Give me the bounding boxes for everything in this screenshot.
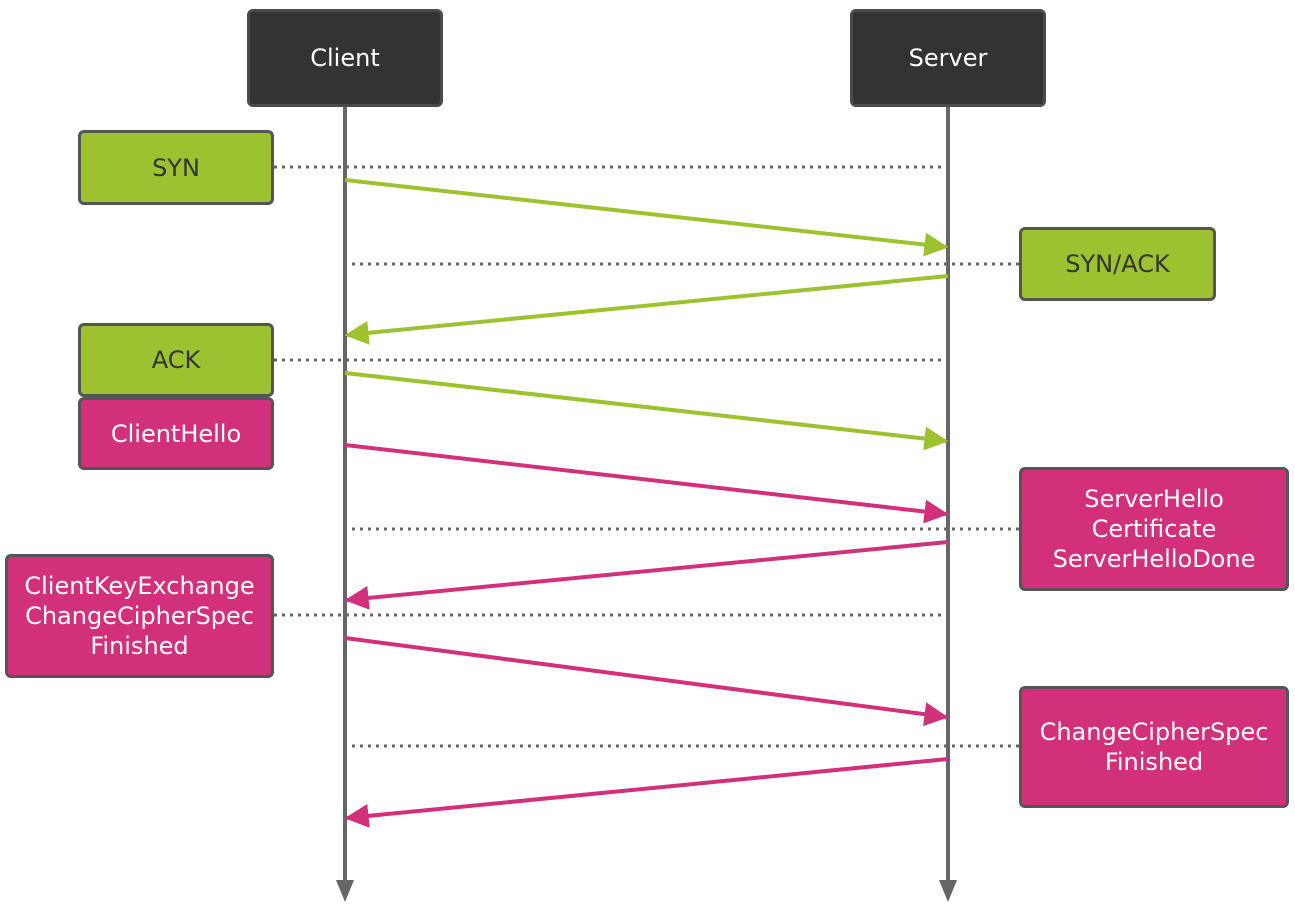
- syn-ack-arrow: [344, 274, 949, 345]
- ack-message-box: ACK: [78, 323, 274, 397]
- client-hello-message-box: ClientHello: [78, 397, 274, 470]
- server-finished-message-box: ChangeCipherSpec Finished: [1019, 686, 1289, 808]
- server-lifeline-arrowhead: [939, 880, 957, 902]
- syn-arrow: [344, 178, 949, 257]
- client-hello-arrow: [344, 443, 949, 524]
- server-hello-line: ServerHello: [1084, 485, 1224, 513]
- certificate-line: Certificate: [1091, 515, 1217, 543]
- client-lifeline-arrowhead: [336, 880, 354, 902]
- server-hello-done-line: ServerHelloDone: [1052, 545, 1256, 573]
- server-finished-arrow: [344, 757, 949, 828]
- ack-label: ACK: [151, 346, 201, 374]
- syn-message-box: SYN: [78, 130, 274, 205]
- client-change-cipher-spec-line: ChangeCipherSpec: [25, 602, 254, 630]
- server-actor-box: Server: [850, 9, 1046, 107]
- server-hello-message-box: ServerHello Certificate ServerHelloDone: [1019, 467, 1289, 591]
- client-actor-label: Client: [310, 44, 380, 72]
- client-actor-box: Client: [247, 9, 443, 107]
- client-key-exchange-message-box: ClientKeyExchange ChangeCipherSpec Finis…: [5, 554, 274, 678]
- server-hello-arrow: [344, 540, 949, 610]
- syn-ack-message-box: SYN/ACK: [1019, 227, 1216, 301]
- ack-arrow: [344, 371, 949, 451]
- client-key-exchange-arrow: [344, 636, 949, 727]
- server-finished-line: Finished: [1104, 748, 1204, 776]
- server-change-cipher-spec-line: ChangeCipherSpec: [1039, 718, 1269, 746]
- client-key-exchange-line: ClientKeyExchange: [24, 572, 255, 600]
- server-actor-label: Server: [908, 44, 988, 72]
- dotted-connectors: [274, 165, 1019, 748]
- syn-label: SYN: [152, 153, 200, 182]
- client-finished-line: Finished: [90, 632, 189, 660]
- client-hello-label: ClientHello: [110, 419, 242, 448]
- syn-ack-label: SYN/ACK: [1065, 250, 1170, 278]
